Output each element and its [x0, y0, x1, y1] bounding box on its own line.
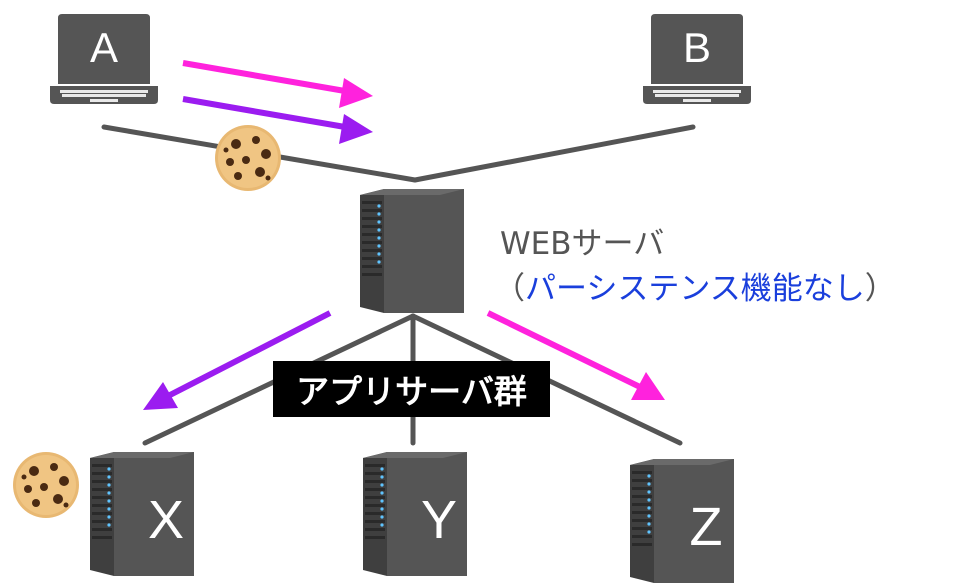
arrow-magenta-z-head [631, 372, 665, 400]
routing-arrows [143, 310, 665, 410]
web-server-label: WEBサーバ [500, 226, 665, 262]
arrow-magenta-a-to-web [182, 60, 346, 94]
server-icon: Z [630, 459, 734, 583]
laptop-icon: B [643, 14, 751, 104]
arrow-purple-head [339, 114, 373, 144]
server-icon: X [90, 452, 194, 576]
arrow-purple-web-to-x [168, 310, 332, 398]
web-server-note: （パーシステンス機能なし） [494, 263, 896, 308]
arrow-magenta-web-to-z [486, 310, 642, 390]
note-open-paren: （ [494, 271, 525, 307]
server-x-label: X [148, 490, 184, 550]
client-b-label: B [683, 24, 711, 71]
server-y-label: Y [421, 490, 457, 550]
arrow-magenta-head [339, 78, 373, 108]
server-icon: Y [363, 452, 467, 576]
arrow-purple-x-head [143, 382, 178, 410]
cookie-icon [13, 452, 79, 518]
arrow-purple-a-to-web [182, 96, 346, 130]
note-close-paren: ） [864, 271, 896, 307]
cookie-icon [215, 125, 281, 191]
app-server-group-label: アプリサーバ群 [273, 361, 550, 417]
link-b-web [412, 124, 696, 183]
persistence-note: パーシステンス機能なし [525, 271, 865, 307]
request-arrows [182, 60, 373, 144]
server-z-label: Z [690, 497, 723, 557]
client-a-label: A [90, 24, 118, 71]
server-icon [360, 189, 464, 313]
laptop-icon: A [50, 14, 158, 104]
